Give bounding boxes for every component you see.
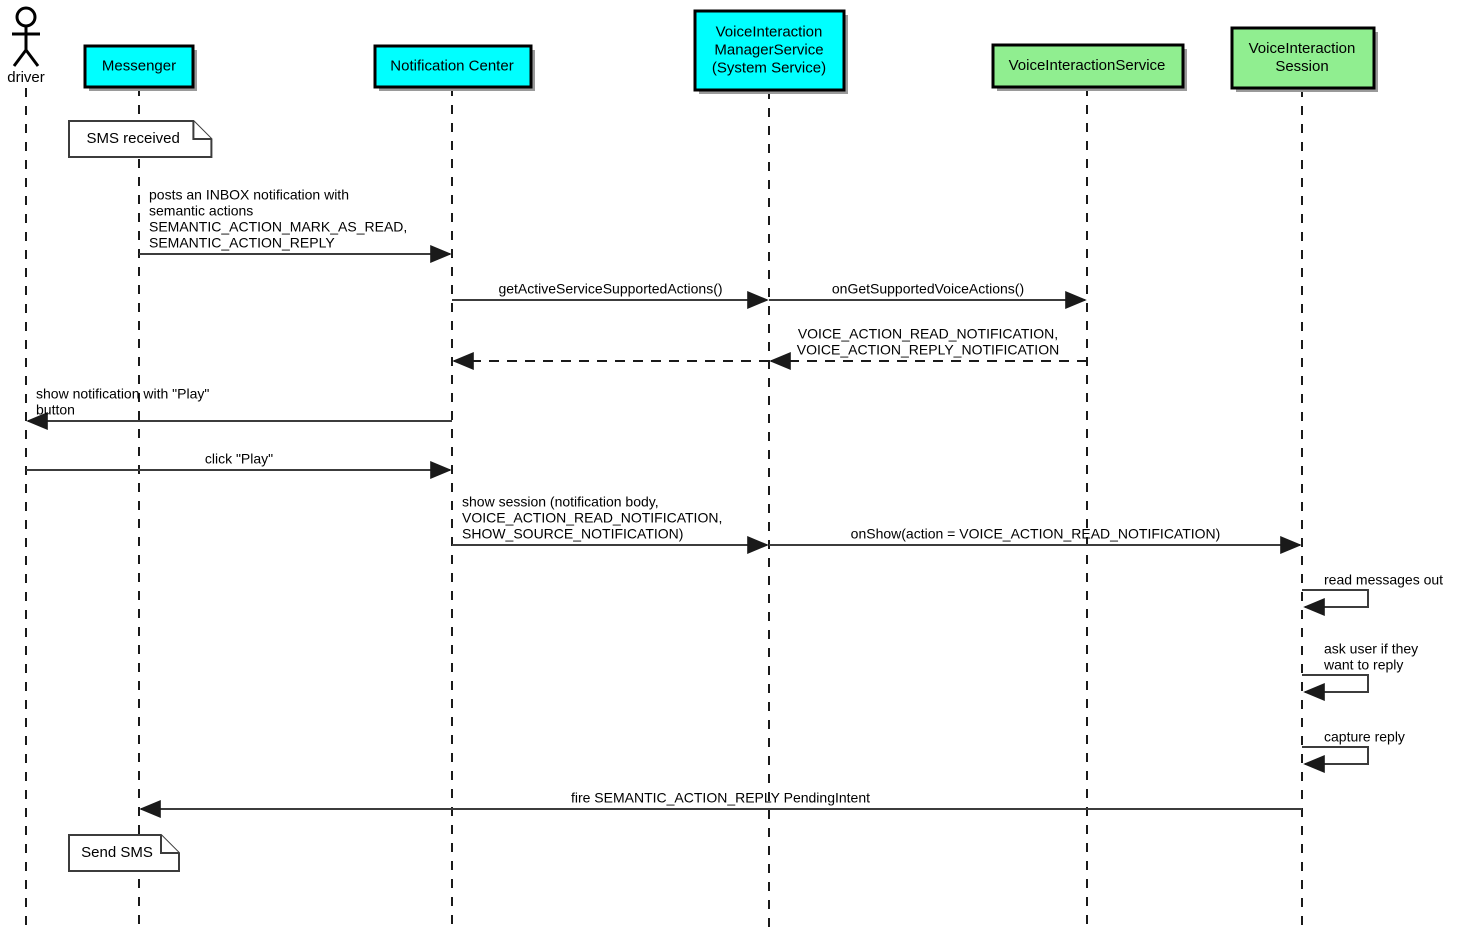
self-capture-reply: capture reply bbox=[1302, 729, 1405, 773]
msg-fire-reply-pending-intent: fire SEMANTIC_ACTION_REPLY PendingIntent bbox=[139, 790, 1302, 818]
msg-return-voice-actions: VOICE_ACTION_READ_NOTIFICATION,VOICE_ACT… bbox=[769, 326, 1087, 370]
self-message-arrow bbox=[1302, 674, 1369, 701]
msg-on-show: onShow(action = VOICE_ACTION_READ_NOTIFI… bbox=[769, 526, 1302, 554]
note-fold-icon bbox=[192, 121, 212, 140]
message-label: semantic actions bbox=[149, 203, 253, 219]
participant-box[interactable] bbox=[373, 44, 533, 89]
message-label: button bbox=[36, 402, 75, 418]
actor-head-icon bbox=[15, 6, 37, 28]
self-message-arrow bbox=[1302, 589, 1369, 616]
self-message-label: capture reply bbox=[1324, 729, 1405, 745]
message-label: getActiveServiceSupportedActions() bbox=[498, 281, 722, 297]
note-fold-icon bbox=[160, 835, 179, 854]
message-label: click "Play" bbox=[205, 451, 273, 467]
message-label: onGetSupportedVoiceActions() bbox=[832, 281, 1024, 297]
message-label: VOICE_ACTION_REPLY_NOTIFICATION bbox=[797, 342, 1059, 358]
note-label: SMS received bbox=[87, 130, 180, 147]
self-message-label: ask user if they bbox=[1324, 641, 1418, 657]
message-label: posts an INBOX notification with bbox=[149, 187, 349, 203]
note-sms-received: SMS received bbox=[68, 120, 213, 158]
participant-label: Messenger bbox=[102, 57, 176, 74]
self-message-arrow bbox=[1302, 746, 1369, 773]
participant-box[interactable] bbox=[991, 43, 1185, 89]
actor-label: driver bbox=[7, 69, 45, 86]
note-body bbox=[68, 834, 180, 872]
participant-label: (System Service) bbox=[712, 59, 826, 76]
message-label: fire SEMANTIC_ACTION_REPLY PendingIntent bbox=[571, 790, 870, 806]
note-send-sms: Send SMS bbox=[68, 834, 180, 872]
participant-box[interactable] bbox=[693, 9, 846, 92]
participant-label: Session bbox=[1275, 58, 1328, 75]
msg-post-inbox-notification: posts an INBOX notification withsemantic… bbox=[139, 187, 452, 263]
participant-label: ManagerService bbox=[714, 41, 823, 58]
messages-layer: posts an INBOX notification withsemantic… bbox=[26, 187, 1302, 818]
participant-box[interactable] bbox=[83, 44, 195, 89]
note-label: Send SMS bbox=[81, 844, 153, 861]
message-label: VOICE_ACTION_READ_NOTIFICATION, bbox=[798, 326, 1058, 342]
message-label: VOICE_ACTION_READ_NOTIFICATION, bbox=[462, 510, 722, 526]
msg-get-active-service-supported-actions: getActiveServiceSupportedActions() bbox=[452, 281, 769, 309]
participant-label: VoiceInteractionService bbox=[1009, 57, 1166, 74]
msg-show-notification-play: show notification with "Play"button bbox=[26, 386, 452, 430]
participant-label: VoiceInteraction bbox=[1249, 40, 1356, 57]
participant-label: VoiceInteraction bbox=[716, 23, 823, 40]
message-label: SHOW_SOURCE_NOTIFICATION) bbox=[462, 526, 683, 542]
participant-box[interactable] bbox=[1230, 26, 1376, 90]
self-read-messages-out: read messages out bbox=[1302, 572, 1443, 616]
self-message-label: read messages out bbox=[1324, 572, 1443, 588]
participant-messenger[interactable]: Messenger bbox=[83, 44, 197, 91]
participant-notification-center[interactable]: Notification Center bbox=[373, 44, 535, 91]
actor-leg-right bbox=[24, 49, 40, 67]
note-body bbox=[68, 120, 213, 158]
msg-show-session: show session (notification body,VOICE_AC… bbox=[452, 494, 769, 554]
message-label: SEMANTIC_ACTION_REPLY bbox=[149, 235, 335, 251]
msg-click-play: click "Play" bbox=[26, 451, 452, 479]
participants-layer: Messenger Notification Center VoiceInterac… bbox=[83, 9, 1378, 94]
participant-label: Notification Center bbox=[390, 57, 513, 74]
self-message-label: want to reply bbox=[1323, 657, 1403, 673]
lifelines-layer bbox=[25, 87, 1303, 929]
message-label: SEMANTIC_ACTION_MARK_AS_READ, bbox=[149, 219, 407, 235]
actor-leg-left bbox=[12, 49, 28, 67]
message-label: show session (notification body, bbox=[462, 494, 659, 510]
message-label: show notification with "Play" bbox=[36, 386, 209, 402]
participant-voice-interaction-service[interactable]: VoiceInteractionService bbox=[991, 43, 1187, 91]
message-label: onShow(action = VOICE_ACTION_READ_NOTIFI… bbox=[851, 526, 1221, 542]
actor-driver: driver bbox=[7, 6, 45, 86]
msg-on-get-supported-voice-actions: onGetSupportedVoiceActions() bbox=[769, 281, 1087, 309]
